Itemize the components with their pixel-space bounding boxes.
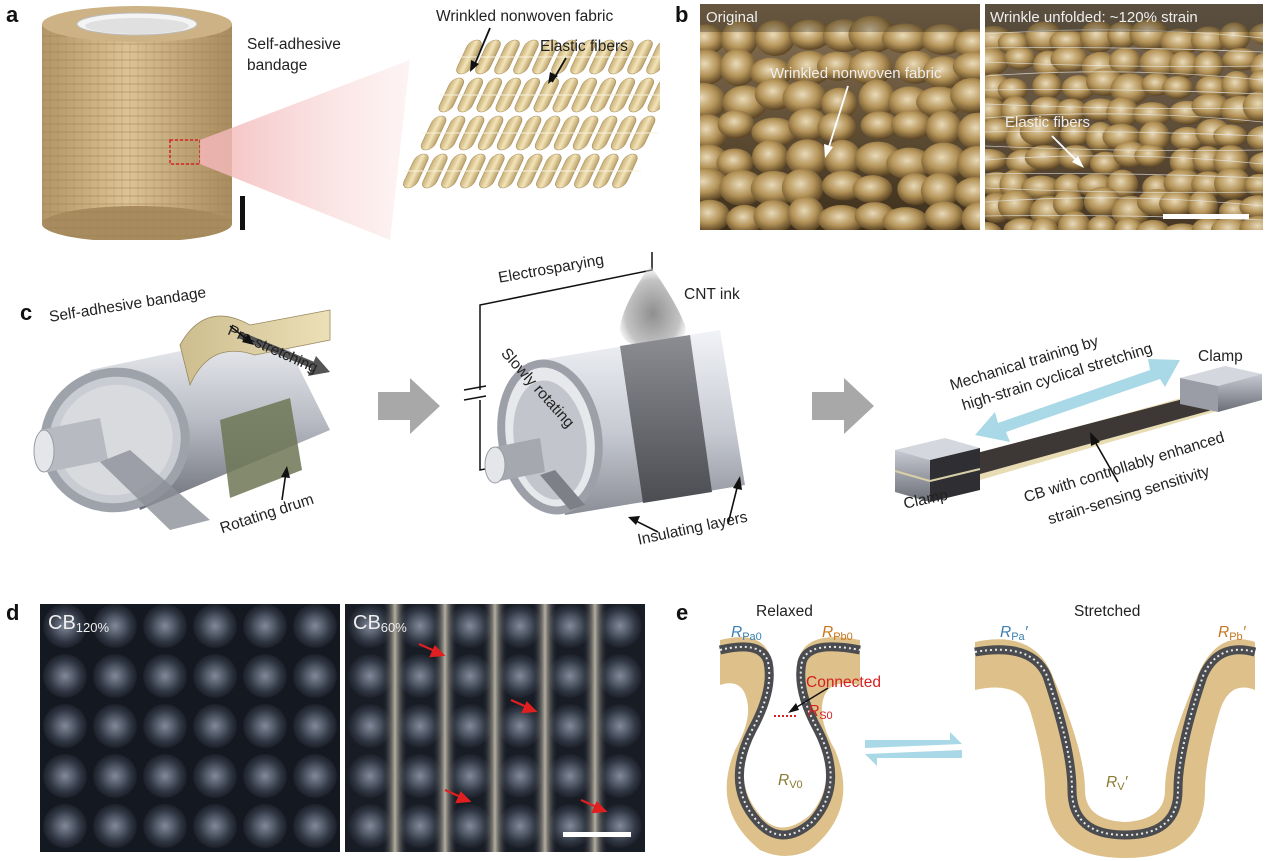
micrograph-stretched	[985, 4, 1263, 230]
label-rpa-prime: RPa′	[1000, 624, 1028, 643]
panel-label-a: a	[6, 2, 19, 27]
panel-label-b: b	[675, 2, 689, 27]
bandage-roll-illustration	[42, 6, 410, 240]
label-relaxed: Relaxed	[756, 603, 813, 620]
drum-pointer-arrows	[229, 325, 290, 501]
clamp-right	[1218, 374, 1262, 412]
insulating-pointer-arrows	[628, 476, 742, 533]
stretched-fabric	[975, 639, 1255, 858]
micrograph-original	[700, 4, 980, 230]
label-b-elastic-fibers: Elastic fibers	[1005, 114, 1091, 131]
scale-bar-b	[1163, 214, 1249, 219]
electrospray-illustration	[463, 252, 745, 515]
panel-label-e: e	[676, 600, 689, 625]
label-wrinkle-unfolded: Wrinkle unfolded: ~120% strain	[990, 9, 1198, 26]
label-rs0: RS0	[808, 703, 833, 722]
label-rv0: RV0	[778, 772, 803, 791]
circuit-wire	[479, 252, 653, 390]
sem-cb120	[40, 604, 340, 852]
cb-pointer-arrow	[1090, 432, 1119, 483]
equilibrium-arrow-back	[865, 750, 962, 766]
label-b-wrinkled-fabric: Wrinkled nonwoven fabric	[770, 65, 942, 82]
process-arrow-1	[378, 378, 440, 434]
label-cb60: CB60%	[353, 612, 407, 635]
stretched-cnt-layer	[974, 645, 1257, 840]
prestretch-drum-illustration	[33, 309, 331, 530]
wrinkled-fabric-illustration	[403, 39, 660, 189]
equilibrium-arrow-forward	[865, 732, 962, 748]
label-cnt-ink: CNT ink	[684, 286, 740, 303]
prestretch-arrow	[308, 356, 330, 376]
label-self-adhesive: Self-adhesive	[247, 36, 341, 53]
sem-cb60	[345, 604, 645, 852]
cnt-strip	[946, 392, 1248, 474]
panel-label-c: c	[20, 300, 33, 325]
label-bandage: bandage	[247, 57, 308, 74]
label-elastic-fibers: Elastic fibers	[540, 38, 628, 55]
stretch-arrow	[975, 359, 1180, 442]
panel-label-d: d	[6, 600, 20, 625]
label-connected: Connected	[806, 674, 881, 691]
label-rpb-prime: RPb′	[1218, 624, 1246, 643]
mechanical-training-illustration	[894, 359, 1262, 502]
label-stretched: Stretched	[1074, 603, 1141, 620]
crack-arrows	[418, 642, 608, 814]
scale-bar-a	[240, 196, 245, 230]
micrograph-pointer-arrows	[824, 85, 1084, 168]
label-wrinkled-fabric: Wrinkled nonwoven fabric	[436, 8, 614, 25]
label-rpa0: RPa0	[731, 624, 762, 643]
process-arrow-2	[812, 378, 874, 434]
label-clamp-right: Clamp	[1198, 348, 1243, 365]
label-original: Original	[706, 9, 758, 26]
label-rpb0: RPb0	[822, 624, 853, 643]
label-cb120: CB120%	[48, 612, 110, 635]
label-rv-prime: RV′	[1106, 774, 1128, 793]
cnt-ink-spray	[620, 265, 686, 346]
cnt-coated-band	[620, 335, 712, 503]
scale-bar-d	[563, 832, 631, 837]
bandage-strip	[179, 309, 331, 387]
crack-model-diagram	[718, 637, 1257, 858]
fabric-pointer-arrows	[470, 27, 567, 84]
